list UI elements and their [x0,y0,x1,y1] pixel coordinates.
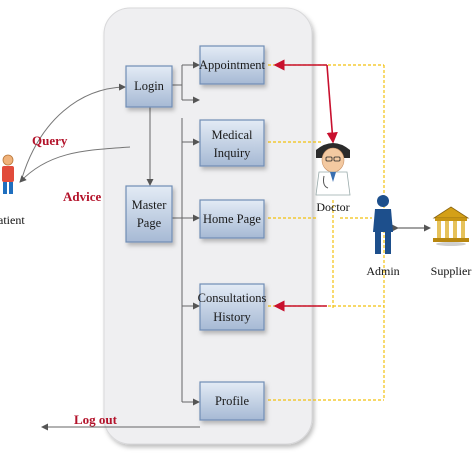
admin-label: Admin [366,264,399,278]
node-consultations-history: Consultations History [198,283,267,331]
master-page-label-line2: Page [137,216,162,230]
node-medical-inquiry: Medical Inquiry [199,119,265,167]
master-page-label-line1: Master [132,198,168,212]
node-appointment: Appointment [199,45,266,85]
node-master-page: Master Page [125,185,173,243]
patient-label: atient [0,213,25,227]
login-label: Login [134,79,165,93]
patient-icon [2,154,14,194]
node-home-page: Home Page [199,199,265,239]
supplier-label: Supplier [431,264,472,278]
node-login: Login [125,65,173,108]
consultations-history-label-line1: Consultations [198,291,267,305]
medical-inquiry-label-line2: Inquiry [214,146,252,160]
doctor-icon [315,143,351,196]
supplier-icon [432,206,470,246]
patient-flows [19,83,131,183]
log-out-label: Log out [74,412,118,427]
admin-icon [373,195,393,254]
appointment-label: Appointment [199,58,265,72]
query-flow [21,83,126,179]
home-page-label: Home Page [203,212,261,226]
advice-label: Advice [63,189,102,204]
advice-flow [19,146,131,183]
profile-label: Profile [215,394,249,408]
internal-connectors [41,61,200,431]
consultations-history-label-line2: History [213,310,251,324]
query-label: Query [32,133,68,148]
medical-inquiry-label-line1: Medical [212,128,253,142]
doctor-label: Doctor [316,200,349,214]
node-profile: Profile [199,381,265,421]
red-links [273,59,338,312]
